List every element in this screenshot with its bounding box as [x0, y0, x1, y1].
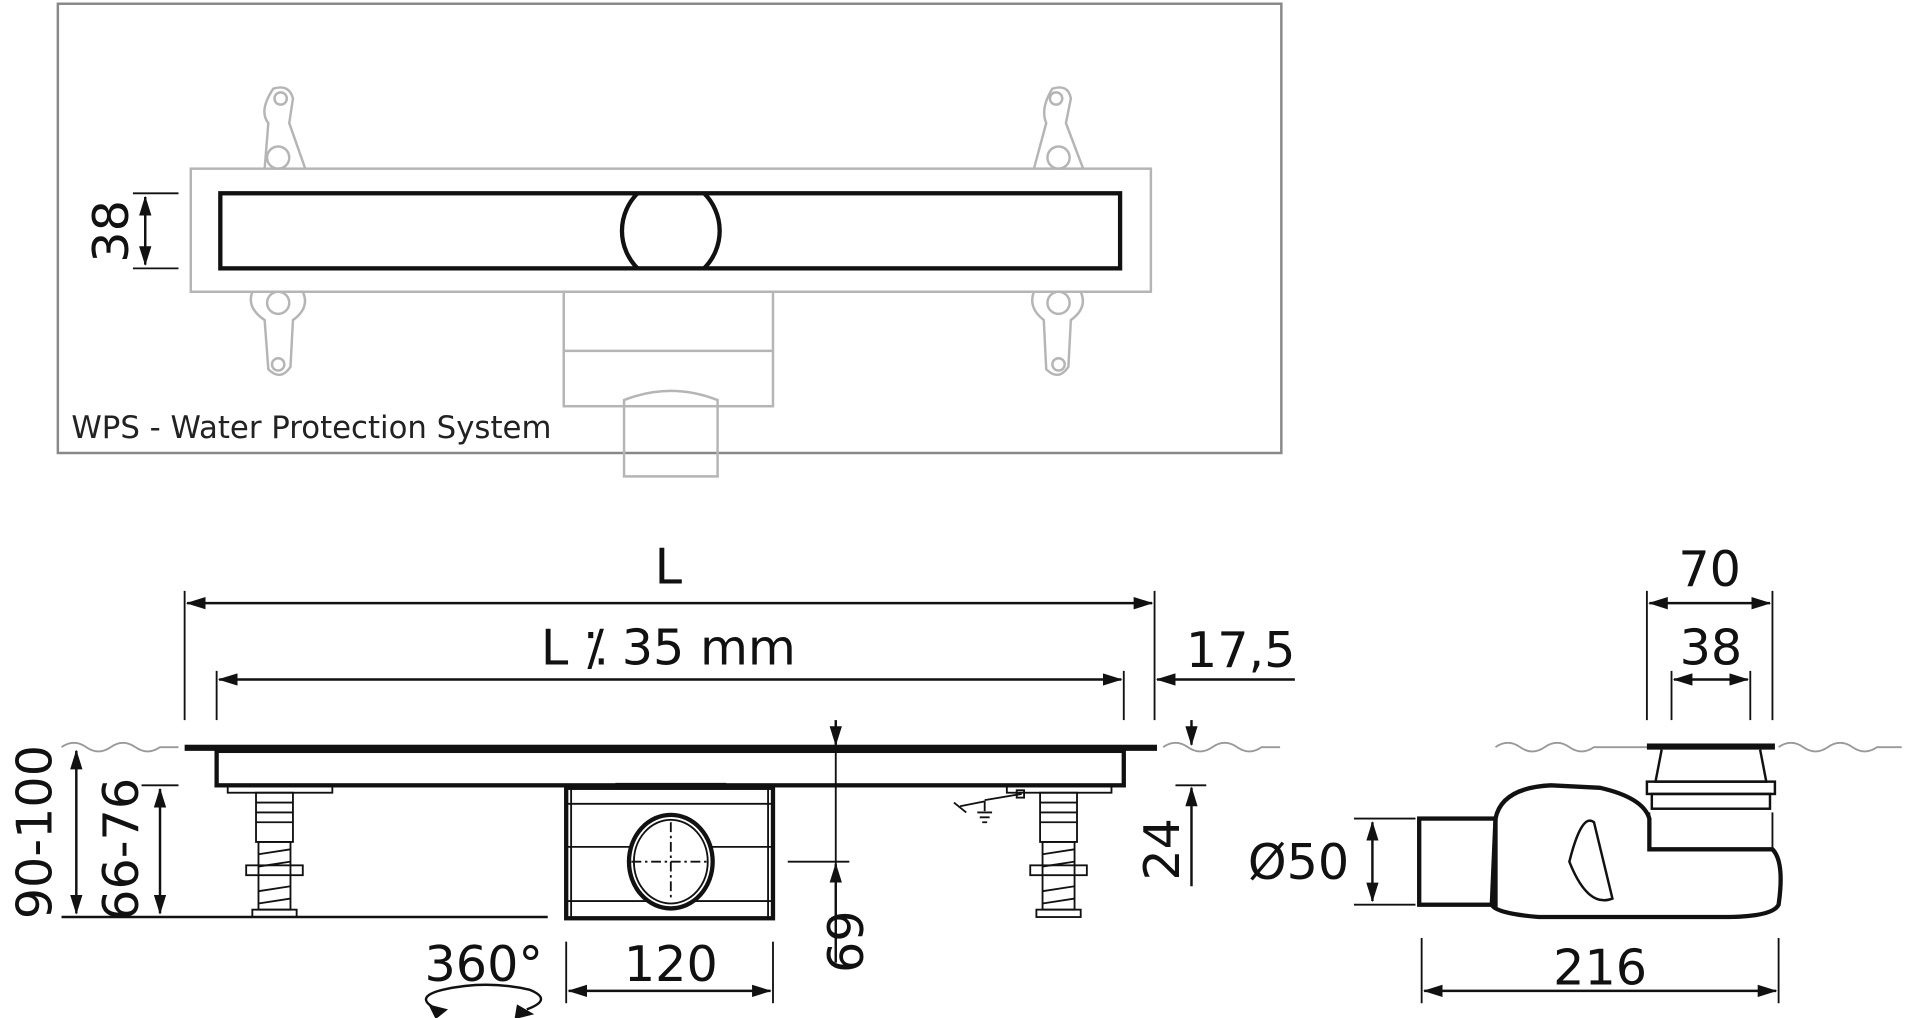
side-view: L L ⁒ 35 mm 17,5 90-100 66-76 69 24 120 …	[6, 537, 1296, 1018]
grate-width-dim-label: 38	[1680, 619, 1743, 677]
rotation-label: 360°	[424, 935, 543, 993]
mounting-bracket-left	[249, 86, 307, 377]
mounting-bracket-right	[1031, 86, 1085, 377]
grate-slot	[218, 191, 1123, 271]
outlet-box	[564, 782, 776, 921]
end-view: 70 38 Ø50 216	[1248, 540, 1902, 1004]
pipe-diameter-dim-label: Ø50	[1248, 833, 1349, 891]
floor-line-left	[61, 741, 179, 753]
channel-depth-dim-label: 24	[1133, 818, 1191, 881]
flange-width-dim-label: 70	[1678, 540, 1741, 598]
total-height-dim-label: 90-100	[6, 745, 64, 919]
adjustable-leg-right	[1005, 784, 1113, 918]
floor-line-right	[1162, 741, 1281, 753]
top-view-frame	[56, 2, 1283, 455]
trap-body	[1417, 749, 1783, 920]
width-dimension	[132, 192, 179, 270]
drain-circle	[619, 191, 722, 270]
channel-body	[214, 748, 1126, 788]
length-dim-label: L	[655, 537, 683, 595]
outlet-width-dim-label: 120	[624, 935, 718, 993]
ground-symbol-icon	[953, 789, 1026, 824]
channel-outline	[189, 167, 1153, 293]
rotation-arrow-icon	[424, 983, 543, 1018]
top-view: 38 WPS - Water Protection System	[56, 2, 1283, 478]
inner-length-dim-label: L ⁒ 35 mm	[541, 619, 796, 677]
outlet-height-dim-label: 69	[815, 910, 873, 973]
channel-flange	[184, 744, 1158, 751]
outlet-ghost	[562, 290, 775, 478]
wps-caption: WPS - Water Protection System	[71, 410, 551, 446]
floor-line-end	[1494, 741, 1902, 753]
offset-dim-label: 17,5	[1186, 621, 1296, 679]
leg-height-dim-label: 66-76	[92, 778, 150, 921]
adjustable-leg-left	[226, 784, 334, 918]
width-dim-label: 38	[82, 200, 140, 263]
trap-length-dim-label: 216	[1553, 939, 1647, 997]
